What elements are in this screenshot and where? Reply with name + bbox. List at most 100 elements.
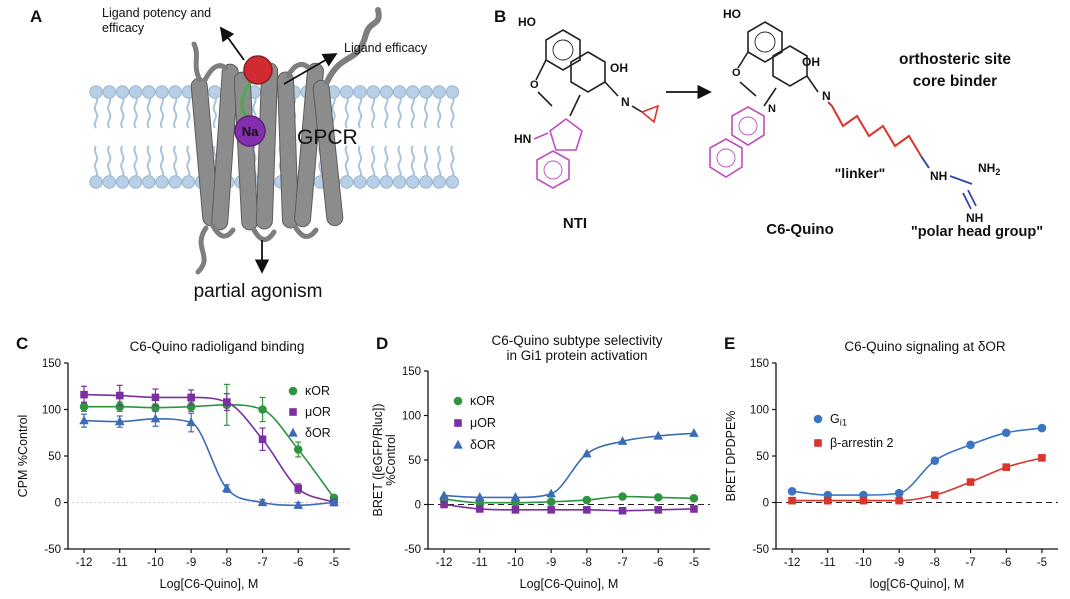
- lipid-tail: [344, 95, 349, 129]
- data-point: [150, 413, 161, 423]
- data-point: [546, 488, 556, 498]
- n-label: N: [621, 95, 630, 109]
- legend-marker: [289, 408, 297, 416]
- x-tick-label: -8: [582, 557, 592, 569]
- lipid-tail: [159, 95, 165, 129]
- legend-label: κOR: [470, 394, 495, 408]
- arrow-potency: [219, 26, 245, 61]
- tm-helix: [312, 79, 344, 227]
- lipid-tail: [146, 145, 151, 179]
- nh-label: NH: [930, 169, 947, 183]
- x-tick-label: -5: [329, 557, 339, 569]
- y-axis-label: %Control: [384, 434, 398, 485]
- bond: [631, 105, 643, 113]
- panel-letter: E: [724, 334, 735, 353]
- tm-helix: [211, 63, 239, 231]
- core-ring: [772, 45, 808, 87]
- data-point: [439, 490, 449, 500]
- lipid-tail: [410, 145, 415, 179]
- bond: [533, 132, 549, 140]
- ligand-contact-line: [240, 81, 253, 119]
- lipid-tail: [107, 95, 112, 129]
- y-tick-label: 100: [42, 405, 61, 417]
- pyridine-ring: [731, 106, 765, 146]
- y-tick-label: 150: [42, 358, 61, 370]
- quinoline-benzene-ring: [709, 138, 743, 178]
- lipid-head: [89, 85, 103, 99]
- aromatic-circle: [754, 31, 776, 53]
- data-point: [618, 492, 627, 501]
- guanidine-group: [920, 155, 977, 210]
- lipid-tail: [437, 95, 442, 129]
- series-μOR: [80, 384, 338, 507]
- cyclopropyl-ring: [640, 104, 660, 124]
- aromatic-circle: [738, 116, 758, 136]
- panel-b: B HO O OH N HN NTI: [494, 7, 1043, 240]
- y-tick-label: -50: [752, 544, 769, 556]
- data-point: [186, 417, 196, 427]
- lipid-head: [353, 175, 367, 189]
- legend-marker: [453, 439, 463, 449]
- x-axis-label: log[C6-Quino], M: [870, 577, 964, 591]
- intracellular-loop: [251, 227, 277, 242]
- lipid-head: [419, 175, 433, 189]
- y-tick-label: 50: [48, 451, 61, 463]
- benzene-ring: [545, 29, 581, 71]
- legend-marker: [454, 419, 462, 427]
- hn-label: HN: [514, 132, 531, 146]
- lipid-head: [353, 85, 367, 99]
- extracellular-loop: [191, 41, 203, 83]
- panel-b-letter: B: [494, 7, 506, 26]
- x-tick-label: -11: [112, 557, 128, 569]
- bond: [920, 155, 930, 169]
- lipid-head: [419, 85, 433, 99]
- lipid-head: [366, 175, 380, 189]
- data-point: [510, 492, 521, 501]
- lipid-head: [155, 175, 169, 189]
- series-Gi1: [787, 423, 1047, 500]
- fit-curve: [444, 432, 694, 499]
- lipid-head: [406, 175, 420, 189]
- x-tick-label: -8: [222, 557, 232, 569]
- data-point: [80, 390, 88, 399]
- x-axis-label: Log[C6-Quino], M: [160, 577, 259, 591]
- y-tick-label: 0: [415, 500, 421, 512]
- lipid-tail: [159, 145, 165, 179]
- compound-name-nti: NTI: [563, 215, 587, 232]
- lipid-tail: [173, 145, 178, 179]
- efficacy-callout: Ligand efficacy: [344, 41, 428, 55]
- data-point: [966, 478, 975, 486]
- data-point: [689, 428, 699, 437]
- pyrrole-ring: [549, 118, 583, 151]
- lipid-tail: [173, 95, 178, 129]
- extracellular-loop: [202, 63, 229, 83]
- y-tick-label: 0: [763, 498, 769, 510]
- data-point: [115, 391, 124, 400]
- data-point: [222, 483, 232, 493]
- potency-callout-line1: Ligand potency and: [102, 6, 211, 20]
- x-tick-label: -6: [653, 557, 663, 569]
- bond: [827, 101, 833, 107]
- bond: [763, 87, 777, 107]
- legend-label: κOR: [305, 384, 330, 398]
- lipid-head: [392, 175, 407, 189]
- lipid-head: [155, 85, 169, 99]
- indole-benzene-ring: [536, 150, 570, 189]
- partial-agonism-label: partial agonism: [194, 281, 323, 302]
- legend-label: β-arrestin 2: [830, 436, 894, 450]
- y-tick-label: 150: [750, 358, 769, 370]
- x-tick-label: -7: [257, 557, 267, 569]
- data-point: [653, 493, 663, 502]
- legend-marker: [288, 386, 298, 396]
- lipid-tail: [186, 95, 191, 129]
- lipid-head: [340, 175, 354, 189]
- y-axis-label: BRET ([eGFP/Rluc]): [372, 404, 385, 517]
- y-tick-label: 0: [55, 498, 61, 510]
- lipid-tail: [371, 95, 376, 129]
- lipid-head: [432, 175, 446, 189]
- x-tick-label: -12: [76, 557, 93, 569]
- lipid-tail: [450, 145, 455, 179]
